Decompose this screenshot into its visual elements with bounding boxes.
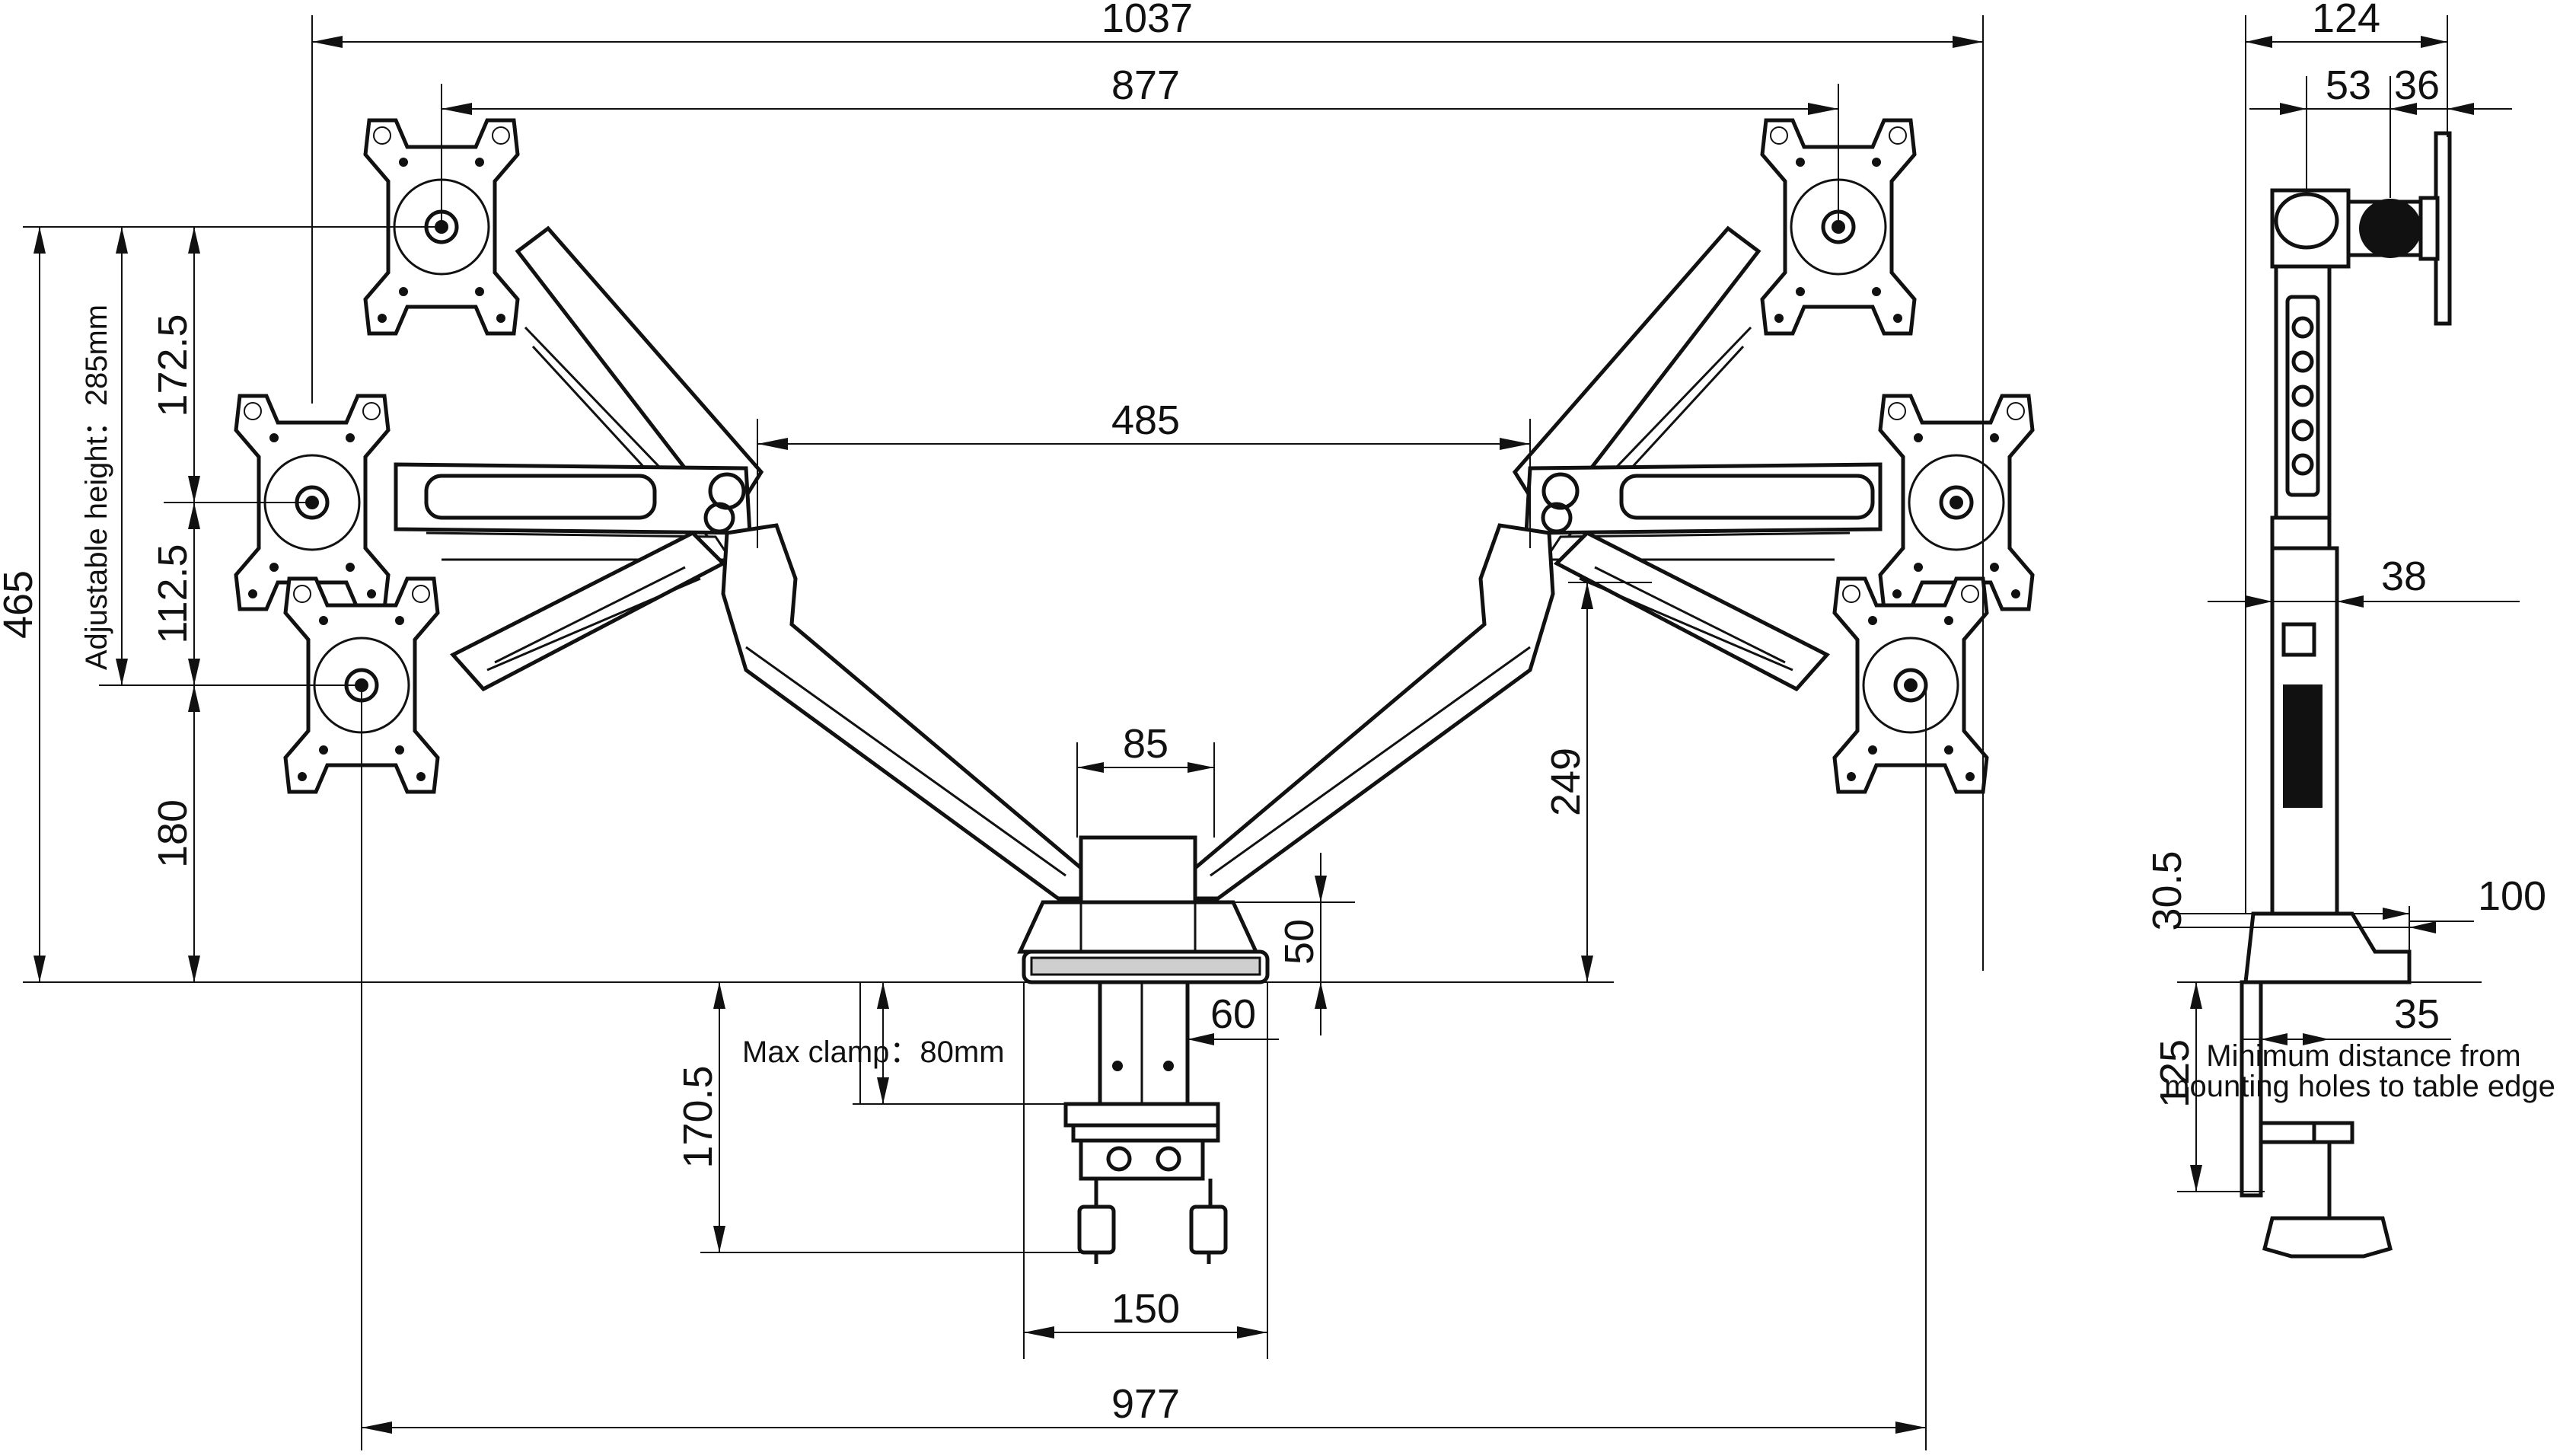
label-min-distance-line1: Minimum distance from bbox=[2206, 1039, 2520, 1073]
left-upper-arm bbox=[721, 523, 1083, 901]
right-forearm-lowered bbox=[1553, 530, 1831, 692]
front-dimensions: 1037 877 485 85 50 60 bbox=[0, 0, 1984, 1450]
clamp-bracket bbox=[1098, 980, 1190, 1106]
dim-overall-width: 1037 bbox=[1101, 0, 1193, 41]
dim-mount-span: 877 bbox=[1111, 62, 1180, 108]
base-housing bbox=[1017, 900, 1259, 954]
dim-clamp-width: 150 bbox=[1111, 1286, 1180, 1332]
dim-clamp-top: 60 bbox=[1210, 991, 1256, 1037]
dim-side-36: 36 bbox=[2394, 62, 2440, 108]
dim-total-height: 465 bbox=[0, 570, 41, 639]
dim-side-35: 35 bbox=[2394, 991, 2440, 1037]
label-min-distance-line2: mounting holes to table edge bbox=[2164, 1070, 2555, 1103]
dim-adjust-lower: 112.5 bbox=[150, 544, 196, 643]
side-clamp-body bbox=[2240, 980, 2263, 1198]
right-upper-arm bbox=[1193, 523, 1555, 901]
clamp-knob-left bbox=[1077, 1205, 1116, 1255]
front-view bbox=[236, 120, 2032, 1264]
dim-side-53: 53 bbox=[2326, 62, 2371, 108]
dim-adjust-upper: 172.5 bbox=[150, 314, 196, 416]
side-clamp-knob bbox=[2262, 1216, 2393, 1259]
right-vesa-plate-bottom bbox=[1835, 579, 1987, 792]
dim-pole-width: 85 bbox=[1123, 721, 1168, 767]
side-view bbox=[2240, 131, 2452, 1259]
label-adjustable-height: Adjustable height：285mm bbox=[80, 305, 113, 670]
dim-base-height: 50 bbox=[1277, 919, 1322, 965]
dim-side-38: 38 bbox=[2381, 554, 2427, 599]
label-max-clamp: Max clamp：80mm bbox=[742, 1035, 1005, 1069]
dim-side-30-5: 30.5 bbox=[2144, 850, 2190, 930]
dim-pole-span: 485 bbox=[1111, 397, 1180, 443]
dim-side-125: 125 bbox=[2152, 1039, 2198, 1108]
left-forearm-lowered bbox=[449, 530, 727, 692]
dim-pole-height: 249 bbox=[1543, 748, 1589, 816]
clamp-knob-right bbox=[1189, 1205, 1228, 1255]
side-gas-spring bbox=[2285, 295, 2320, 497]
dim-clamp-depth: 170.5 bbox=[675, 1065, 721, 1168]
clamp-plate bbox=[1063, 1102, 1220, 1128]
dim-base-to-mount: 180 bbox=[150, 799, 196, 868]
dim-arm-width: 977 bbox=[1111, 1381, 1180, 1427]
central-pole bbox=[1079, 835, 1197, 908]
dim-side-depth: 124 bbox=[2312, 0, 2380, 41]
side-dimensions: 124 53 36 38 30.5 100 35 12 bbox=[2144, 0, 2555, 1192]
side-base bbox=[2243, 911, 2412, 984]
dim-side-100: 100 bbox=[2478, 873, 2546, 919]
